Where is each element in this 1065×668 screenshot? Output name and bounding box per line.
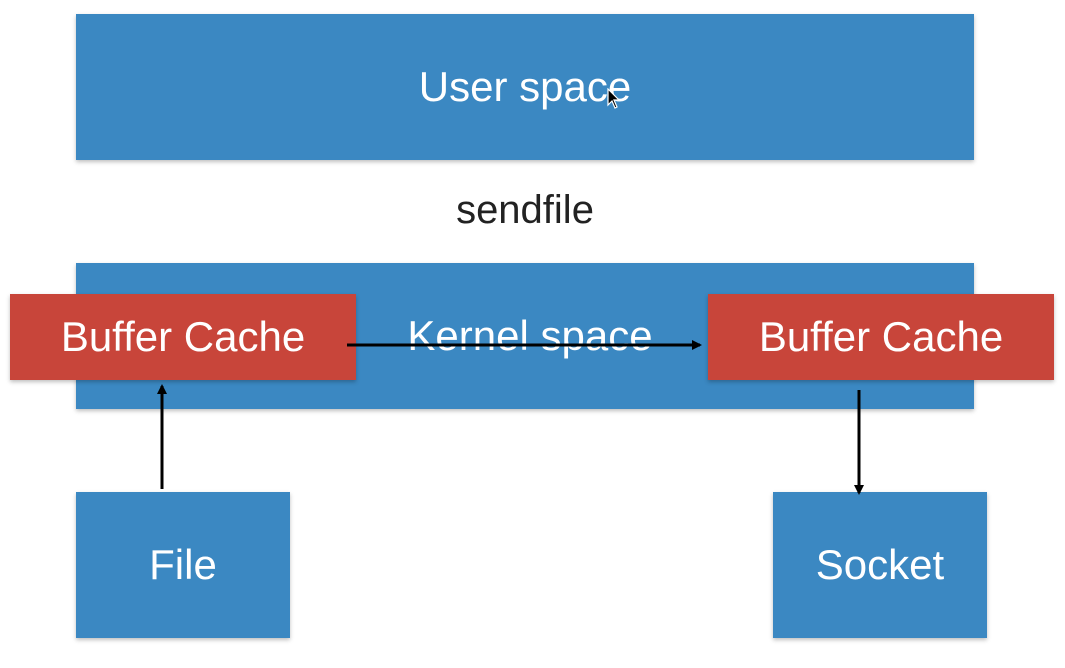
buffer-cache-right-box: Buffer Cache [708,294,1054,380]
socket-label: Socket [815,541,945,588]
user-space-label: User space [418,63,632,110]
user-space-box: User space [76,14,974,160]
buffer-cache-right-label: Buffer Cache [758,313,1004,360]
kernel-space-label: Kernel space [407,312,653,359]
buffer-cache-left-label: Buffer Cache [60,313,306,360]
buffer-cache-left-box: Buffer Cache [10,294,356,380]
file-box: File [76,492,290,638]
sendfile-label: sendfile [456,188,594,232]
mouse-pointer-icon [607,88,621,109]
socket-box: Socket [773,492,987,638]
file-label: File [149,541,217,588]
